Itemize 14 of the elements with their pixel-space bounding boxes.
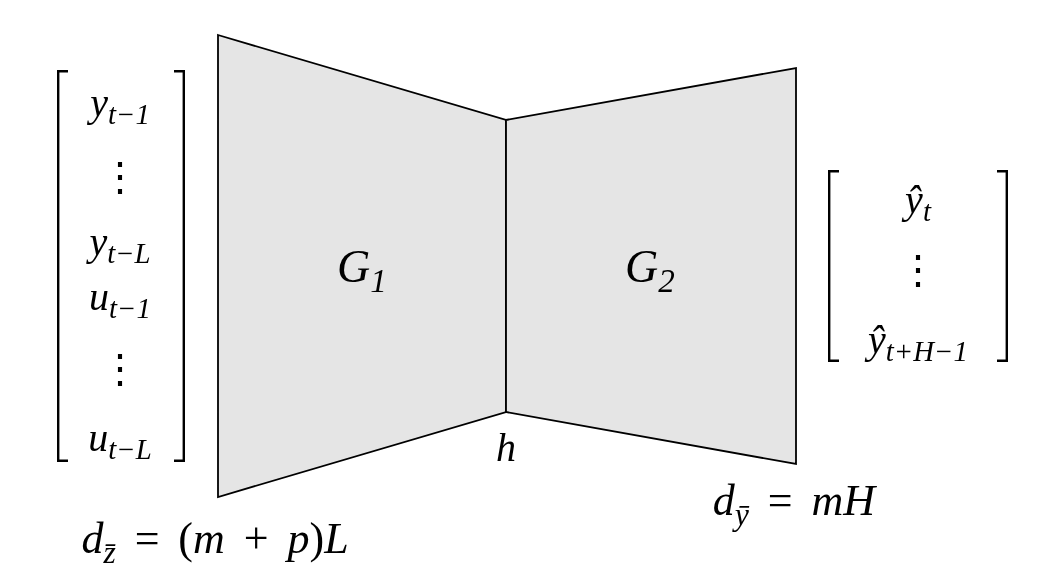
- variable-label: h: [495, 424, 517, 472]
- vector-entry: ŷ$_{t+H−1}$: [866, 316, 970, 366]
- dimension-formula: d$_{ȳ}$ = mH: [711, 475, 878, 534]
- block-label: G$_{2}$: [624, 241, 676, 297]
- vector-entry: y$_{t−1}$: [88, 79, 152, 129]
- dimension-formula: d$_{z̄}$ = (m + p)L: [80, 513, 350, 572]
- vector-entry: u$_{t−1}$: [88, 273, 152, 323]
- vector-entry: ŷ$_{t}$: [903, 176, 933, 226]
- vector-entry: u$_{t−L}$: [87, 414, 153, 464]
- vertical-ellipsis: ⋮: [99, 153, 141, 201]
- vertical-ellipsis: ⋮: [897, 246, 939, 294]
- vector-entry: y$_{t−L}$: [87, 218, 153, 268]
- vertical-ellipsis: ⋮: [99, 345, 141, 393]
- block-label: G$_{1}$: [336, 241, 388, 297]
